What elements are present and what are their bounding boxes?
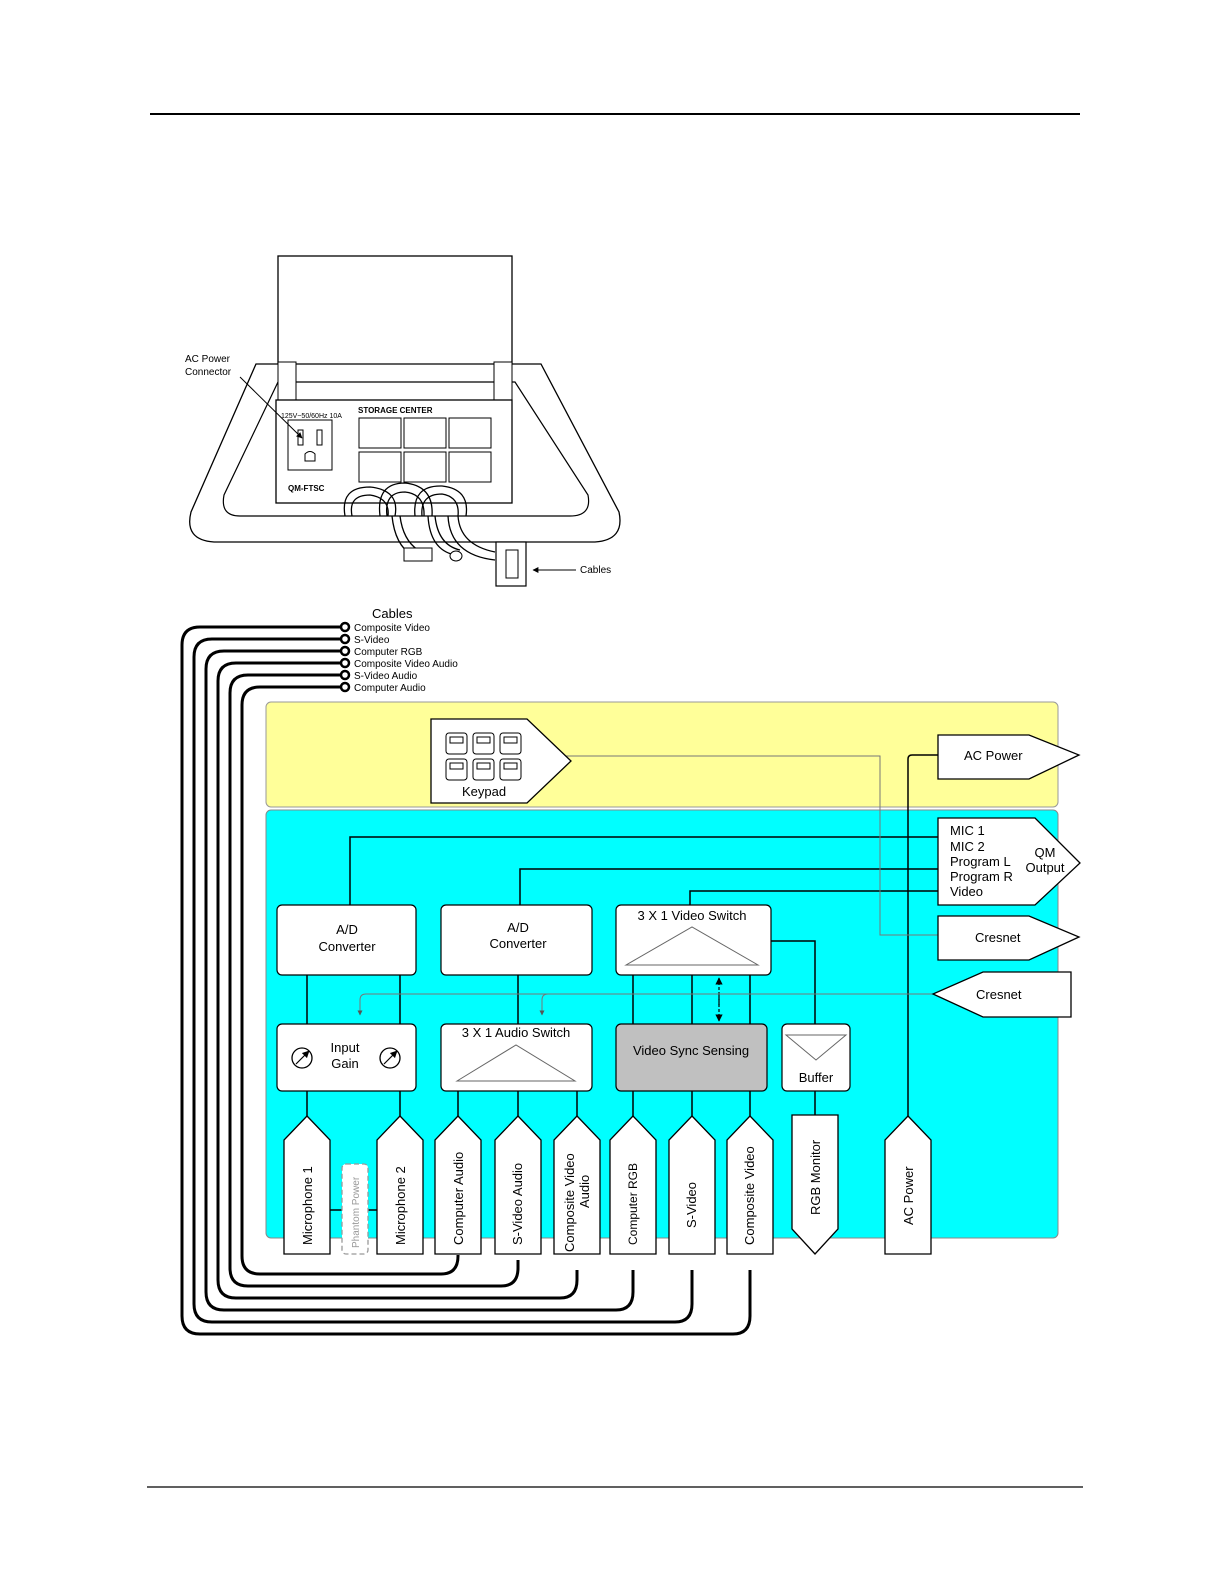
callout-ac-line1: AC Power bbox=[185, 354, 231, 365]
product-illustration: 125V~50/60Hz 10A STORAGE CENTER QM-FTSC bbox=[185, 255, 621, 587]
adc1-line1: A/D bbox=[336, 922, 358, 937]
callout-ac-arrow bbox=[239, 376, 303, 439]
qm-line-mic1: MIC 1 bbox=[950, 823, 985, 838]
rgb-monitor-connector bbox=[791, 1114, 839, 1255]
callout-cables: Cables bbox=[580, 565, 611, 576]
vga-plug-inner bbox=[505, 549, 519, 579]
control-lines bbox=[357, 755, 940, 1016]
adc-block-2 bbox=[440, 904, 593, 976]
mic1-label: Microphone 1 bbox=[300, 1166, 315, 1245]
video-switch-triangle bbox=[624, 926, 760, 966]
cresnet-output-label: Cresnet bbox=[975, 930, 1021, 945]
qm-output-title-1: QM bbox=[1035, 845, 1056, 860]
terminal-computer-audio bbox=[339, 681, 351, 693]
mic2-connector bbox=[376, 1115, 424, 1255]
adc2-line2: Converter bbox=[489, 936, 547, 951]
model-text: QM-FTSC bbox=[288, 484, 325, 493]
qm-line-program-r: Program R bbox=[950, 869, 1013, 884]
outlet-plate bbox=[287, 419, 333, 471]
audio-switch-label: 3 X 1 Audio Switch bbox=[462, 1025, 570, 1040]
outlet-slot-right bbox=[316, 429, 323, 446]
computer-audio-connector bbox=[434, 1115, 482, 1255]
keypad-buttons bbox=[445, 732, 522, 781]
ac-power-input-connector bbox=[884, 1115, 932, 1255]
terminal-computer-rgb bbox=[339, 645, 351, 657]
terminal-composite-video-audio bbox=[339, 657, 351, 669]
qm-line-mic2: MIC 2 bbox=[950, 839, 985, 854]
qm-line-video: Video bbox=[950, 884, 983, 899]
gain-knob-right-icon bbox=[379, 1047, 401, 1069]
rating-text: 125V~50/60Hz 10A bbox=[281, 413, 342, 420]
signal-lines bbox=[306, 754, 940, 1211]
video-switch-label: 3 X 1 Video Switch bbox=[638, 908, 747, 923]
input-gain-block bbox=[276, 1023, 417, 1092]
phantom-label: Phantom Power bbox=[351, 1176, 362, 1248]
cable-loops bbox=[343, 482, 496, 561]
gain-line1: Input bbox=[331, 1040, 360, 1055]
mic2-label: Microphone 2 bbox=[393, 1166, 408, 1245]
cable-label-computer-audio: Computer Audio bbox=[354, 683, 426, 694]
cable-label-composite-video: Composite Video bbox=[354, 623, 430, 634]
rgb-monitor-label: RGB Monitor bbox=[808, 1139, 823, 1215]
phantom-power-box bbox=[341, 1163, 369, 1255]
adc1-line2: Converter bbox=[318, 939, 376, 954]
buffer-triangle bbox=[784, 1034, 848, 1061]
terminal-s-video-audio bbox=[339, 669, 351, 681]
adc2-line1: A/D bbox=[507, 920, 529, 935]
keypad-label: Keypad bbox=[462, 784, 506, 799]
qm-output-connector bbox=[937, 817, 1081, 906]
ac-power-output-connector bbox=[937, 734, 1081, 780]
cv-audio-connector bbox=[553, 1115, 601, 1255]
audio-switch-block bbox=[440, 1023, 593, 1092]
terminal-s-video bbox=[339, 633, 351, 645]
qm-output-title-2: Output bbox=[1025, 860, 1064, 875]
cables-title: Cables bbox=[372, 606, 413, 621]
outlet-slot-left bbox=[297, 429, 304, 446]
cable-label-s-video: S-Video bbox=[354, 635, 390, 646]
svideo-audio-label: S-Video Audio bbox=[510, 1163, 525, 1245]
svideo-connector bbox=[668, 1115, 716, 1255]
cable-label-composite-video-audio: Composite Video Audio bbox=[354, 659, 458, 670]
outlet-ground bbox=[304, 451, 316, 462]
audio-plug bbox=[449, 550, 463, 562]
cv-audio-label-1: Composite Video bbox=[562, 1153, 577, 1252]
mic1-connector bbox=[283, 1115, 331, 1255]
ac-power-input-label: AC Power bbox=[901, 1166, 916, 1225]
sync-block bbox=[615, 1023, 768, 1092]
cresnet-input-connector bbox=[931, 971, 1072, 1018]
audio-switch-triangle bbox=[455, 1044, 577, 1082]
sync-label: Video Sync Sensing bbox=[633, 1043, 749, 1058]
cv-audio-label-2: Audio bbox=[577, 1175, 592, 1208]
lid-hinge-left bbox=[277, 361, 297, 401]
composite-video-connector bbox=[726, 1115, 774, 1255]
cable-terminals bbox=[339, 621, 351, 693]
computer-rgb-connector bbox=[609, 1115, 657, 1255]
cresnet-output-connector bbox=[937, 915, 1081, 961]
svideo-label: S-Video bbox=[684, 1182, 699, 1228]
qm-line-program-l: Program L bbox=[950, 854, 1011, 869]
storage-center-text: STORAGE CENTER bbox=[358, 406, 433, 415]
buffer-block bbox=[781, 1023, 851, 1092]
cresnet-input-label: Cresnet bbox=[976, 987, 1022, 1002]
gain-knob-left-icon bbox=[291, 1047, 313, 1069]
storage-slots bbox=[358, 417, 492, 483]
gain-line2: Gain bbox=[331, 1056, 358, 1071]
terminal-composite-video bbox=[339, 621, 351, 633]
buffer-label: Buffer bbox=[799, 1070, 834, 1085]
cable-bundle bbox=[180, 625, 752, 1336]
cable-label-computer-rgb: Computer RGB bbox=[354, 647, 423, 658]
ac-power-output-label: AC Power bbox=[964, 748, 1023, 763]
computer-rgb-label: Computer RGB bbox=[626, 1163, 640, 1245]
composite-video-label: Composite Video bbox=[742, 1146, 757, 1245]
computer-audio-label: Computer Audio bbox=[451, 1152, 466, 1245]
callout-ac-line2: Connector bbox=[185, 367, 232, 378]
svideo-audio-connector bbox=[494, 1115, 542, 1255]
lid-hinge-right bbox=[493, 361, 513, 401]
video-switch-block bbox=[615, 904, 772, 976]
adc-block-1 bbox=[276, 904, 417, 976]
rj45-plug bbox=[403, 547, 433, 562]
cable-label-s-video-audio: S-Video Audio bbox=[354, 671, 418, 682]
